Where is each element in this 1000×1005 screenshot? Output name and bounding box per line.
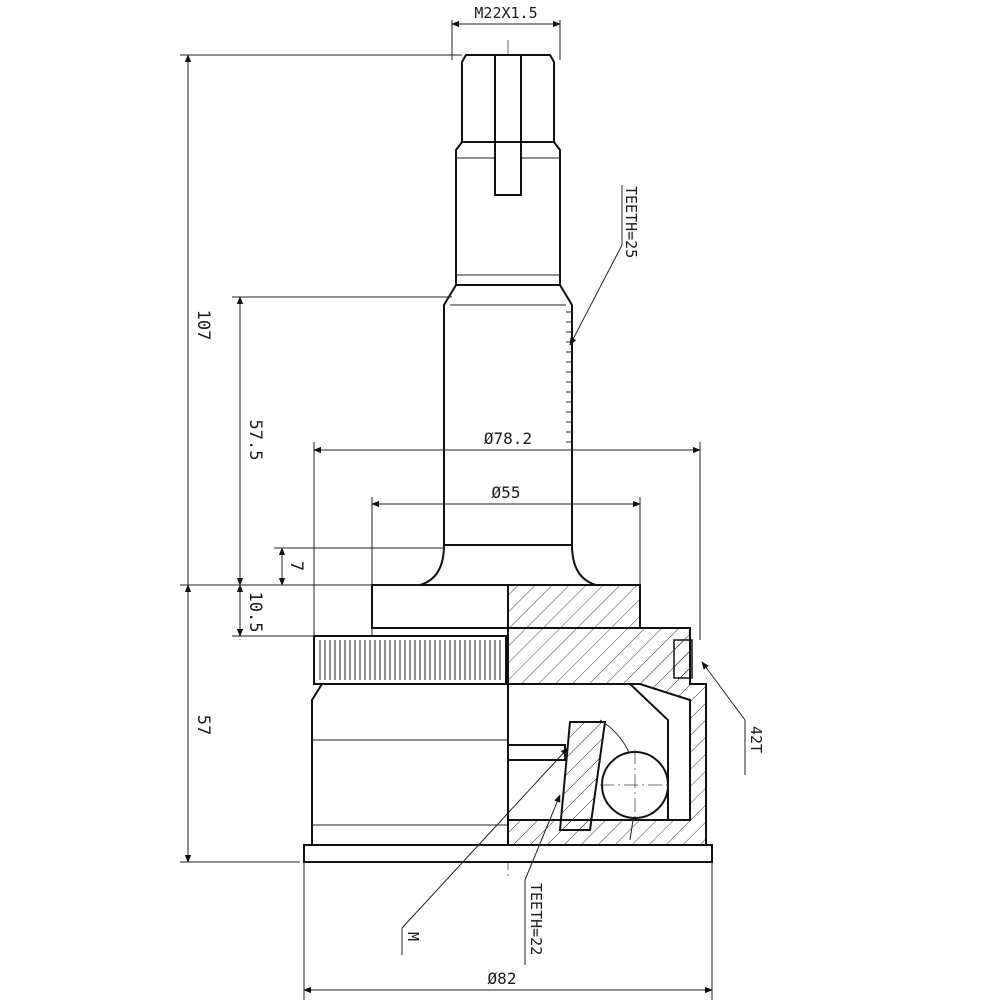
teeth-25-callout: TEETH=25 <box>569 185 640 346</box>
seat-diameter-label: Ø55 <box>492 483 521 502</box>
teeth-22-callout: TEETH=22 <box>524 794 561 965</box>
body-diameter-label: Ø82 <box>488 969 517 988</box>
abs-ring-callout: 42T <box>701 661 765 775</box>
bell-rim <box>303 844 713 863</box>
overall-length-dimension: 107 <box>180 54 462 863</box>
abs-tone-ring <box>313 635 507 685</box>
mark-label: M <box>404 932 422 941</box>
mark-callout: M <box>401 747 569 955</box>
seat-step-dimension: 7 <box>274 547 444 586</box>
abs-ring-label: 42T <box>747 726 765 753</box>
flange-height-dimension: 10.5 <box>180 584 420 637</box>
thread-dimension: M22X1.5 <box>451 4 561 60</box>
thread-label: M22X1.5 <box>474 4 537 22</box>
seat-step-label: 7 <box>286 561 306 571</box>
body-height-dimension: 57 <box>184 584 213 863</box>
outer-bell-body <box>303 683 713 863</box>
teeth-22-label: TEETH=22 <box>527 883 545 955</box>
teeth-25-label: TEETH=25 <box>622 186 640 258</box>
body-height-label: 57 <box>193 715 213 735</box>
shaft-length-dimension: 57.5 <box>232 296 452 586</box>
cage-slot <box>507 744 566 761</box>
seat-diameter-dimension: Ø55 <box>371 483 641 585</box>
body-diameter-dimension: Ø82 <box>303 862 713 1000</box>
shaft-length-label: 57.5 <box>245 420 265 461</box>
section-view <box>507 584 707 846</box>
spline-section <box>455 141 561 286</box>
overall-length-label: 107 <box>193 310 213 341</box>
abs-ring-diameter-dimension: Ø78.2 <box>313 429 701 640</box>
abs-ring-diameter-label: Ø78.2 <box>484 429 532 448</box>
shaft-body <box>419 284 597 586</box>
flange-height-label: 10.5 <box>245 592 265 633</box>
inner-race <box>558 721 607 831</box>
